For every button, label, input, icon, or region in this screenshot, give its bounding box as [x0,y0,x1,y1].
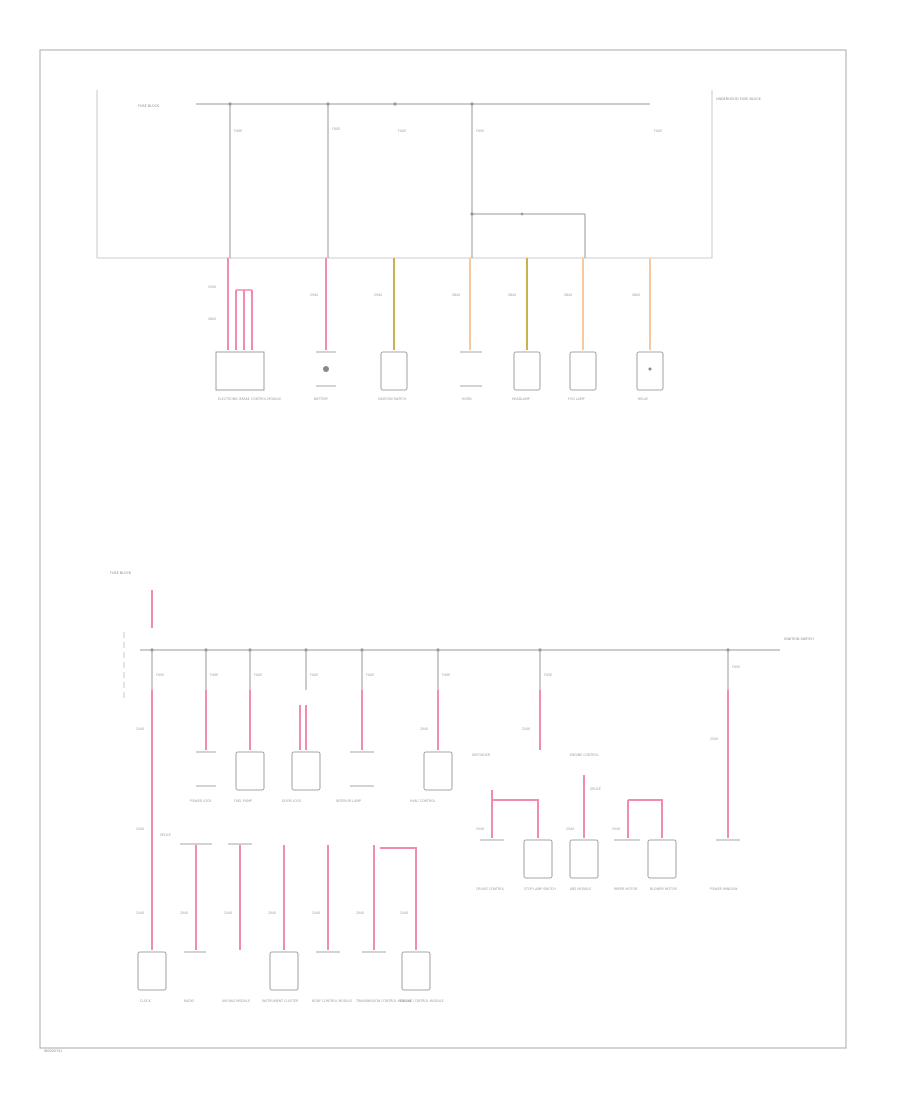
bottom-component-label-7: ENGINE CONTROL MODULE [400,999,444,1003]
bottom-component-label-17: INTERIOR LAMP [336,799,361,803]
bottom-right-source-label: IGNITION SWITCH [784,637,814,641]
bottom-fuse-label-4: FUSE [310,673,318,677]
bottom-wire-label-4: 2540 [180,911,188,915]
top-wire-label-7: 2840 [632,293,640,297]
bottom-wire-label-5: 2540 [224,911,232,915]
bottom-wire-label-11: 2540 [522,727,530,731]
bottom-wire-label-9: 2540 [400,911,408,915]
bottom-component-label-18: HVAC CONTROL [410,799,436,803]
bottom-component-label-11: WIPER MOTOR [614,887,638,891]
bottom-fuse-label-2: FUSE [210,673,218,677]
top-component-label-3: IGNITION SWITCH [378,397,407,401]
top-wires [227,258,651,350]
bottom-fuse-label-3: FUSE [254,673,262,677]
top-component-label-2: BATTERY [314,397,328,401]
bottom-wire-label-10: 2540 [420,727,428,731]
bottom-wire-label-15: 2540 [612,827,620,831]
bottom-component-label-8: CRUISE CONTROL [476,887,505,891]
top-components [215,351,664,391]
bottom-component-label-13: POWER WINDOW [710,887,738,891]
top-component-label-7: RELAY [638,397,648,401]
top-fuse-label-3: FUSE [398,129,406,133]
top-right-source-label: UNDERHOOD FUSE BLOCK [716,97,762,101]
splice-label-1: SPLICE [160,833,171,837]
bottom-component-label-20: ENGINE CONTROL [570,753,599,757]
top-left-source-label: FUSE BLOCK [138,104,160,108]
bottom-wire-label-3: 2540 [136,911,144,915]
top-fuse-box [96,90,713,259]
top-component-label-5: HEADLAMP [512,397,530,401]
bottom-components-row1 [196,751,453,791]
bottom-wire-label-13: 2540 [476,827,484,831]
component-battery [323,366,329,372]
bottom-components-row2 [137,839,740,991]
bottom-component-label-9: STOP LAMP SWITCH [524,887,556,891]
bottom-wire-label-6: 2540 [268,911,276,915]
top-wire-label-1: 2940 [208,285,216,289]
top-wire-label-8: 2840 [208,317,216,321]
bottom-component-label-1: CLOCK [140,999,152,1003]
top-wire-label-5: 2840 [508,293,516,297]
bottom-source-label: FUSE BLOCK [110,571,132,575]
bottom-component-label-2: RADIO [184,999,195,1003]
top-fuse-label-2: FUSE [332,127,340,131]
bottom-wires [151,690,729,950]
top-component-label-6: FOG LAMP [568,397,585,401]
bottom-fuse-label-1: FUSE [156,673,164,677]
bottom-component-label-12: BLOWER MOTOR [650,887,677,891]
top-fuse-label-1: FUSE [234,129,242,133]
bottom-wire-label-12: 2540 [710,737,718,741]
bottom-fuse-label-8: FUSE [732,665,740,669]
component-ignition-switch [380,351,408,391]
splice-label-2: SPLICE [590,787,601,791]
top-component-label-4: HORN [462,397,472,401]
component-ebcm [215,351,265,391]
bottom-component-label-6: TRANSMISSION CONTROL MODULE [355,999,412,1003]
bottom-component-label-3: AIR BAG MODULE [222,999,250,1003]
page-label: W0005741 [44,1049,62,1053]
diagram-frame [39,49,847,1049]
bottom-fuse-bus [123,590,780,700]
top-wire-label-3: 2940 [374,293,382,297]
bottom-wire-label-1: 2540 [136,727,144,731]
top-wire-label-4: 2840 [452,293,460,297]
bottom-fuse-label-6: FUSE [442,673,450,677]
bottom-component-label-10: ABS MODULE [570,887,591,891]
bottom-component-label-19: DEFOGGER [472,753,491,757]
top-wire-label-6: 2840 [564,293,572,297]
top-component-label-1: ELECTRONIC BRAKE CONTROL MODULE [218,397,281,401]
component-fog-lamp [569,351,597,391]
bottom-component-label-14: POWER LOCK [190,799,212,803]
bottom-component-label-5: BODY CONTROL MODULE [312,999,352,1003]
bottom-wire-label-8: 2540 [356,911,364,915]
bottom-component-label-4: INSTRUMENT CLUSTER [262,999,299,1003]
bottom-wire-label-7: 2540 [312,911,320,915]
top-fuse-label-4: FUSE [476,129,484,133]
bottom-component-label-15: FUEL PUMP [234,799,252,803]
top-fuse-label-5: FUSE [654,129,662,133]
bottom-wire-label-14: 2540 [566,827,574,831]
bottom-component-label-16: DOOR LOCK [282,799,302,803]
bottom-fuse-label-5: FUSE [366,673,374,677]
component-relay [636,351,664,391]
bottom-fuse-label-7: FUSE [544,673,552,677]
component-headlamp [513,351,541,391]
bottom-wire-label-2: 2540 [136,827,144,831]
top-wire-label-2: 2940 [310,293,318,297]
